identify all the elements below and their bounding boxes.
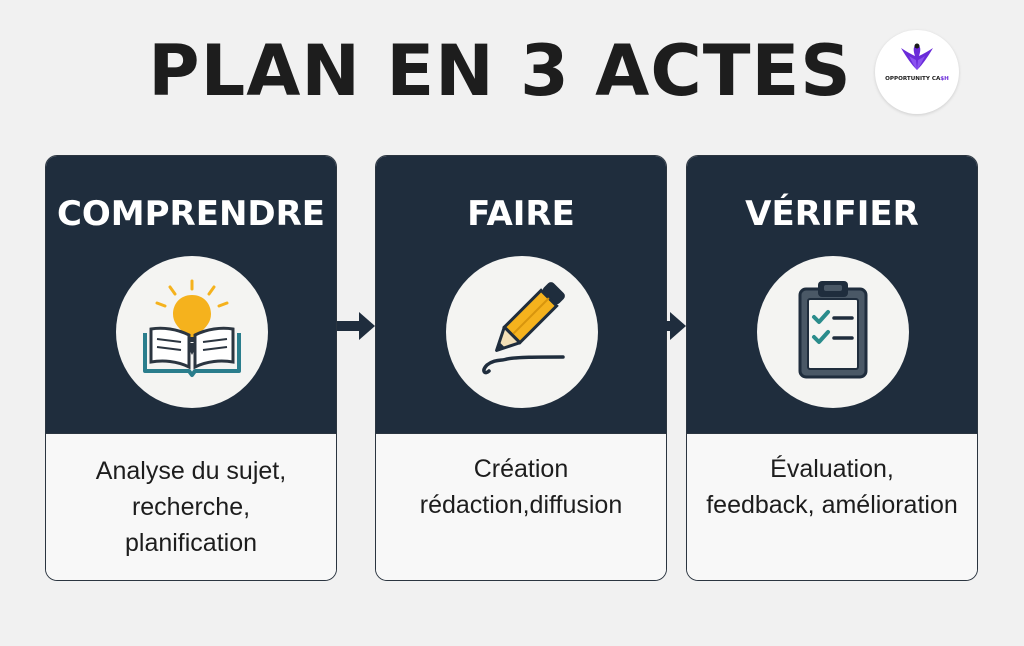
step-description: Analyse du sujet, recherche, planificati… [96, 453, 286, 561]
arrow-right-icon [337, 312, 375, 340]
desc-line: planification [124, 529, 258, 557]
desc-line: recherche, [131, 493, 251, 521]
step-card-body: Évaluation, feedback, amélioration [687, 433, 977, 580]
phoenix-icon [897, 40, 937, 74]
desc-line: Analyse du sujet, [95, 457, 287, 485]
step-card-header: VÉRIFIER [687, 156, 977, 433]
pencil-icon [467, 275, 577, 389]
step-heading: COMPRENDRE [56, 194, 326, 234]
lightbulb-book-icon [137, 275, 247, 389]
arrow-right-icon [648, 312, 686, 340]
desc-line: Évaluation, [770, 455, 894, 483]
logo: OPPORTUNITY CA$H [875, 30, 959, 114]
step-icon-circle [446, 256, 598, 408]
step-description: Évaluation, feedback, amélioration [706, 451, 958, 523]
step-card-body: Création rédaction,diffusion [376, 433, 666, 580]
step-card-verifier: VÉRIFIER [686, 155, 978, 581]
step-heading: FAIRE [467, 194, 575, 234]
step-description: Création rédaction,diffusion [420, 451, 622, 523]
desc-line: feedback, amélioration [706, 491, 958, 519]
page-title: PLAN EN 3 ACTES [148, 30, 852, 112]
step-card-header: COMPRENDRE [46, 156, 336, 433]
clipboard-checklist-icon [778, 275, 888, 389]
step-card-header: FAIRE [376, 156, 666, 433]
step-icon-circle [116, 256, 268, 408]
step-card-comprendre: COMPRENDRE [45, 155, 337, 581]
step-card-body: Analyse du sujet, recherche, planificati… [46, 433, 336, 580]
desc-line: rédaction,diffusion [419, 491, 623, 519]
step-icon-circle [757, 256, 909, 408]
desc-line: Création [473, 455, 569, 483]
step-card-faire: FAIRE Création rédaction,diffusion [375, 155, 667, 581]
step-heading: VÉRIFIER [745, 194, 919, 234]
logo-text: OPPORTUNITY CA$H [885, 76, 949, 82]
